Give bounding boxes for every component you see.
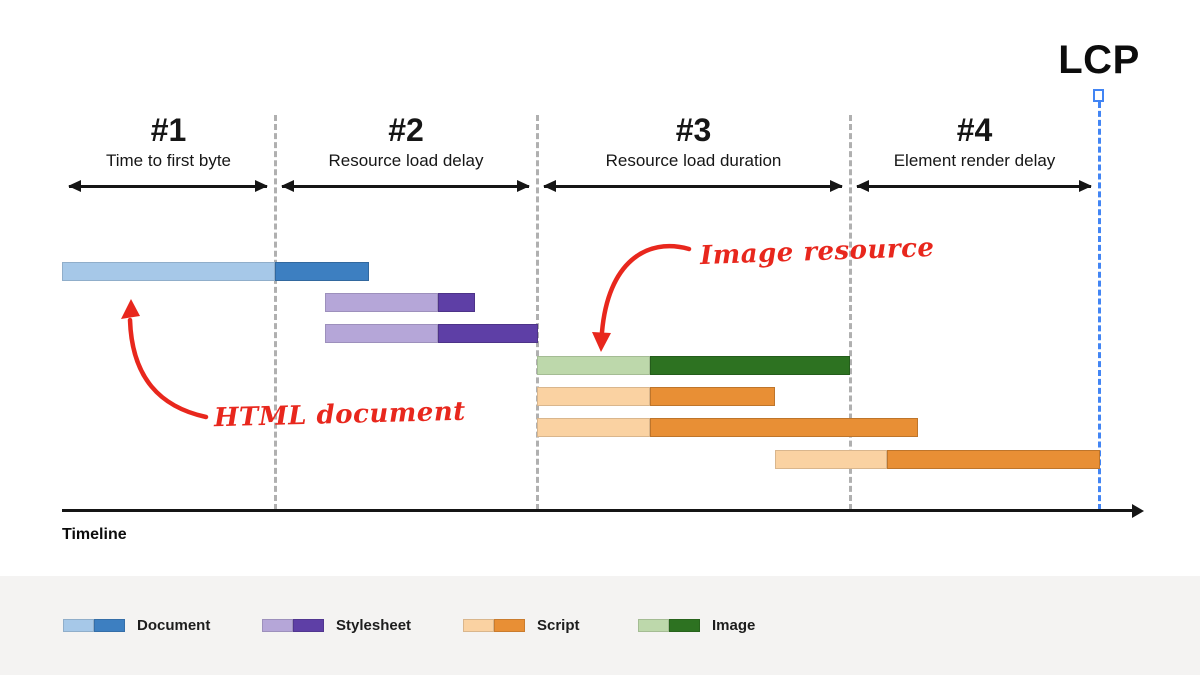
legend-swatch-document xyxy=(63,618,125,632)
lcp-marker-square xyxy=(1093,89,1104,102)
image-light-swatch xyxy=(638,618,669,632)
legend-swatch-stylesheet xyxy=(262,618,324,632)
timeline-label: Timeline xyxy=(62,526,127,543)
html-document-annotation: HTML document xyxy=(213,396,467,434)
phase-4-label: Element render delay xyxy=(893,151,1056,170)
phase-3-extent-arrow-icon xyxy=(543,180,843,192)
lcp-title: LCP xyxy=(1058,38,1140,82)
script-light-swatch xyxy=(463,618,494,632)
timeline-axis xyxy=(62,509,1134,512)
html-document-arrowhead-icon xyxy=(121,299,140,319)
document-light-swatch xyxy=(63,618,94,632)
legend-swatch-script xyxy=(463,618,525,632)
phase-separator-2 xyxy=(535,115,539,510)
phase-1-number: #1 xyxy=(150,112,187,148)
timeline-axis-arrowhead-icon xyxy=(1132,503,1144,518)
legend-label-script: Script xyxy=(537,616,580,634)
phase-1-extent-arrow-icon xyxy=(68,180,268,192)
phase-separator-1 xyxy=(273,115,277,510)
script-bar-light-segment xyxy=(537,387,650,406)
lcp-dashed-line xyxy=(1097,102,1101,510)
legend-label-document: Document xyxy=(137,616,211,634)
phase-2-number: #2 xyxy=(388,112,424,148)
script-bar-dark-segment xyxy=(650,418,918,437)
legend-item-document: Document xyxy=(63,616,211,634)
script-bar xyxy=(537,387,775,406)
image-resource-arrowhead-icon xyxy=(592,332,611,352)
script-bar-light-segment xyxy=(537,418,650,437)
phase-3-number: #3 xyxy=(675,112,712,148)
legend-item-script: Script xyxy=(463,616,580,634)
phase-separator-3 xyxy=(848,115,852,510)
stylesheet-dark-swatch xyxy=(293,618,324,632)
stylesheet-bar xyxy=(325,293,475,312)
image-bar-light-segment xyxy=(537,356,650,375)
legend-swatch-image xyxy=(638,618,700,632)
stylesheet-bar xyxy=(325,324,538,343)
stylesheet-bar-dark-segment xyxy=(438,324,538,343)
document-bar-dark-segment xyxy=(275,262,369,281)
legend-item-image: Image xyxy=(638,616,756,634)
phase-1-label: Time to first byte xyxy=(105,151,231,170)
image-dark-swatch xyxy=(669,618,700,632)
phase-2-extent-arrow-icon xyxy=(281,180,530,192)
stylesheet-bar-light-segment xyxy=(325,293,438,312)
image-bar-dark-segment xyxy=(650,356,850,375)
script-bar xyxy=(775,450,1100,469)
stylesheet-light-swatch xyxy=(262,618,293,632)
legend: Document Stylesheet Script Image xyxy=(0,576,1200,675)
phase-4-extent-arrow-icon xyxy=(856,180,1092,192)
stylesheet-bar-dark-segment xyxy=(438,293,475,312)
document-bar-light-segment xyxy=(62,262,275,281)
script-dark-swatch xyxy=(494,618,525,632)
script-bar-light-segment xyxy=(775,450,887,469)
image-resource-arrow-icon xyxy=(599,243,692,335)
image-bar xyxy=(537,356,850,375)
script-bar-dark-segment xyxy=(650,387,775,406)
image-resource-annotation: Image resource xyxy=(699,232,935,272)
stylesheet-bar-light-segment xyxy=(325,324,438,343)
script-bar xyxy=(537,418,918,437)
phase-2-label: Resource load delay xyxy=(328,151,484,170)
legend-item-stylesheet: Stylesheet xyxy=(262,616,412,634)
document-bar xyxy=(62,262,369,281)
html-document-arrow-icon xyxy=(127,317,209,420)
script-bar-dark-segment xyxy=(887,450,1100,469)
legend-label-stylesheet: Stylesheet xyxy=(336,616,412,634)
legend-label-image: Image xyxy=(712,616,756,634)
phase-3-label: Resource load duration xyxy=(605,151,782,170)
document-dark-swatch xyxy=(94,618,125,632)
phase-4-number: #4 xyxy=(956,112,993,148)
